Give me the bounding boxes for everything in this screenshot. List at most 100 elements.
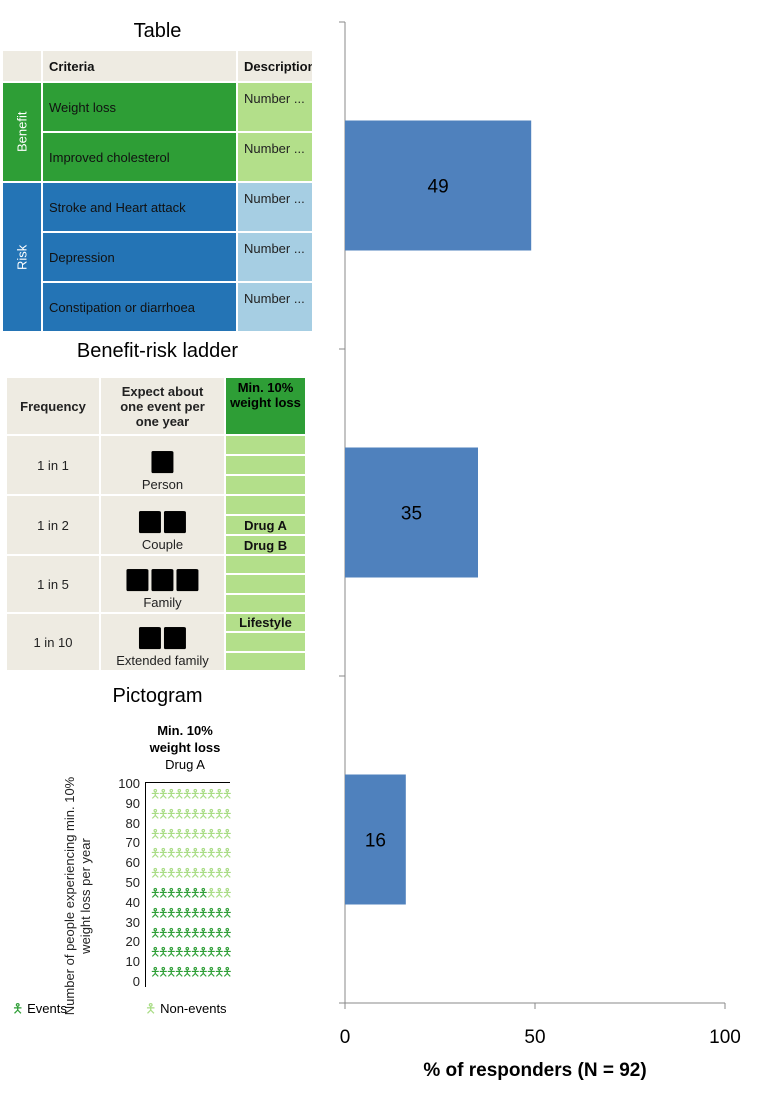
pictogram-y-tick: 80 bbox=[125, 815, 140, 831]
pictogram-header: Min. 10% weight loss bbox=[149, 723, 221, 755]
event-person-icon: 🯅 bbox=[182, 886, 193, 900]
ladder-empty-cell bbox=[225, 555, 306, 575]
event-person-icon: 🯅 bbox=[214, 945, 225, 960]
event-person-icon: 🯅 bbox=[214, 965, 225, 980]
people-icon: 👪👪 bbox=[137, 628, 188, 650]
non-event-person-icon: 🯅 bbox=[206, 806, 217, 821]
ladder-title: Benefit-risk ladder bbox=[76, 340, 239, 362]
bar-data-label: 35 bbox=[401, 504, 422, 525]
event-person-icon: 🯅 bbox=[214, 905, 225, 920]
table-description-cell: Number ... bbox=[237, 232, 313, 282]
non-event-person-icon: 🯅 bbox=[222, 846, 233, 861]
ladder-empty-cell bbox=[225, 574, 306, 594]
non-event-person-icon: 🯅 bbox=[214, 787, 225, 801]
event-person-icon: 🯅 bbox=[182, 925, 193, 940]
non-event-person-icon: 🯅 bbox=[158, 826, 169, 841]
non-event-person-icon: 🯅 bbox=[214, 866, 225, 881]
event-person-icon: 🯅 bbox=[158, 925, 169, 940]
non-event-person-icon: 🯅 bbox=[206, 846, 217, 861]
non-event-person-icon: 🯅 bbox=[206, 866, 217, 881]
pictogram-y-axis bbox=[145, 782, 146, 987]
pictogram-y-tick: 90 bbox=[125, 795, 140, 811]
ladder-empty-cell bbox=[225, 475, 306, 495]
event-person-icon: 🯅 bbox=[198, 965, 209, 980]
event-person-icon: 🯅 bbox=[190, 905, 201, 920]
event-person-icon: 🯅 bbox=[166, 945, 177, 960]
pictogram-y-tick: 50 bbox=[125, 875, 140, 890]
pictogram-top-axis bbox=[145, 782, 230, 783]
non-event-person-icon: 🯅 bbox=[190, 806, 201, 821]
ladder-population: 🚹Person bbox=[100, 435, 225, 495]
ladder-header-weight-loss: Min. 10% weight loss bbox=[225, 377, 306, 435]
table-criteria-cell: Improved cholesterol bbox=[42, 132, 237, 182]
event-person-icon: 🯅 bbox=[198, 905, 209, 920]
non-event-person-icon: 🯅 bbox=[214, 806, 225, 821]
non-event-person-icon: 🯅 bbox=[190, 826, 201, 841]
non-event-person-icon: 🯅 bbox=[174, 846, 185, 861]
event-person-icon: 🯅 bbox=[190, 945, 201, 960]
non-event-person-icon: 🯅 bbox=[166, 787, 177, 801]
event-person-icon: 🯅 bbox=[174, 905, 185, 920]
event-person-icon: 🯅 bbox=[158, 905, 169, 920]
event-person-icon: 🯅 bbox=[182, 905, 193, 920]
non-event-person-icon: 🯅 bbox=[166, 866, 177, 881]
pictogram-y-tick: 10 bbox=[125, 954, 140, 970]
table-description-cell: Number ... bbox=[237, 282, 313, 332]
non-event-person-icon: 🯅 bbox=[198, 826, 209, 841]
pictogram-y-tick: 20 bbox=[125, 934, 140, 950]
non-event-person-icon: 🯅 bbox=[182, 846, 193, 861]
x-tick-label: 0 bbox=[340, 1027, 351, 1048]
non-event-person-icon: 🯅 bbox=[182, 806, 193, 821]
non-event-person-icon: 🯅 bbox=[222, 806, 233, 821]
table-description-cell: Number ... bbox=[237, 82, 313, 132]
non-event-person-icon: 🯅 bbox=[150, 806, 161, 821]
event-person-icon: 🯅 bbox=[158, 965, 169, 980]
event-person-icon: 🯅 bbox=[206, 905, 217, 920]
non-event-person-icon: 🯅 bbox=[222, 826, 233, 841]
event-person-icon: 🯅 bbox=[166, 886, 177, 900]
table-description-cell: Number ... bbox=[237, 132, 313, 182]
event-person-icon: 🯅 bbox=[166, 965, 177, 980]
event-person-icon: 🯅 bbox=[214, 925, 225, 940]
non-event-person-icon: 🯅 bbox=[190, 787, 201, 801]
event-person-icon: 🯅 bbox=[190, 965, 201, 980]
ladder-population-label: Extended family bbox=[116, 653, 209, 668]
event-person-icon: 🯅 bbox=[198, 886, 209, 900]
ladder-frequency: 1 in 1 bbox=[6, 435, 100, 495]
ladder-population-label: Couple bbox=[141, 537, 184, 552]
non-event-person-icon: 🯅 bbox=[190, 866, 201, 881]
ladder-empty-cell bbox=[225, 593, 306, 613]
ladder-empty-cell bbox=[225, 495, 306, 515]
bar-benefit-risk-ladder bbox=[345, 447, 478, 578]
table-criteria-cell: Weight loss bbox=[42, 82, 237, 132]
event-person-icon: 🯅 bbox=[174, 925, 185, 940]
people-icon: 🚹🚺 bbox=[137, 512, 188, 534]
ladder-empty-cell bbox=[225, 455, 306, 475]
non-event-person-icon: 🯅 bbox=[150, 866, 161, 881]
non-event-person-icon: 🯅 bbox=[158, 866, 169, 881]
non-event-person-icon: 🯅 bbox=[174, 826, 185, 841]
table-criteria-cell: Depression bbox=[42, 232, 237, 282]
ladder-marker-lifestyle: Lifestyle bbox=[225, 613, 306, 633]
event-person-icon: 🯅 bbox=[150, 965, 161, 980]
non-event-person-icon: 🯅 bbox=[150, 846, 161, 861]
non-event-person-icon: 🯅 bbox=[182, 787, 193, 801]
pictogram-y-tick: 100 bbox=[118, 776, 140, 791]
non-event-person-icon: 🯅 bbox=[198, 806, 209, 821]
event-person-icon: 🯅 bbox=[190, 925, 201, 940]
ladder-population-label: Family bbox=[143, 595, 182, 610]
pictogram-y-tick: 30 bbox=[125, 914, 140, 930]
legend-non-events: 🯅 Non-events bbox=[145, 1001, 227, 1016]
table-description-cell: Number ... bbox=[237, 182, 313, 232]
non-event-person-icon: 🯅 bbox=[145, 1001, 157, 1016]
legend-events: 🯅 Events bbox=[12, 1001, 67, 1016]
ladder-marker-drug-b: Drug B bbox=[225, 535, 306, 555]
ladder-population: 🚹🚺👪Family bbox=[100, 555, 225, 613]
event-person-icon: 🯅 bbox=[150, 886, 161, 900]
ladder-frequency: 1 in 2 bbox=[6, 495, 100, 555]
table-criteria-cell: Stroke and Heart attack bbox=[42, 182, 237, 232]
non-event-person-icon: 🯅 bbox=[222, 866, 233, 881]
event-person-icon: 🯅 bbox=[206, 945, 217, 960]
non-event-person-icon: 🯅 bbox=[182, 866, 193, 881]
